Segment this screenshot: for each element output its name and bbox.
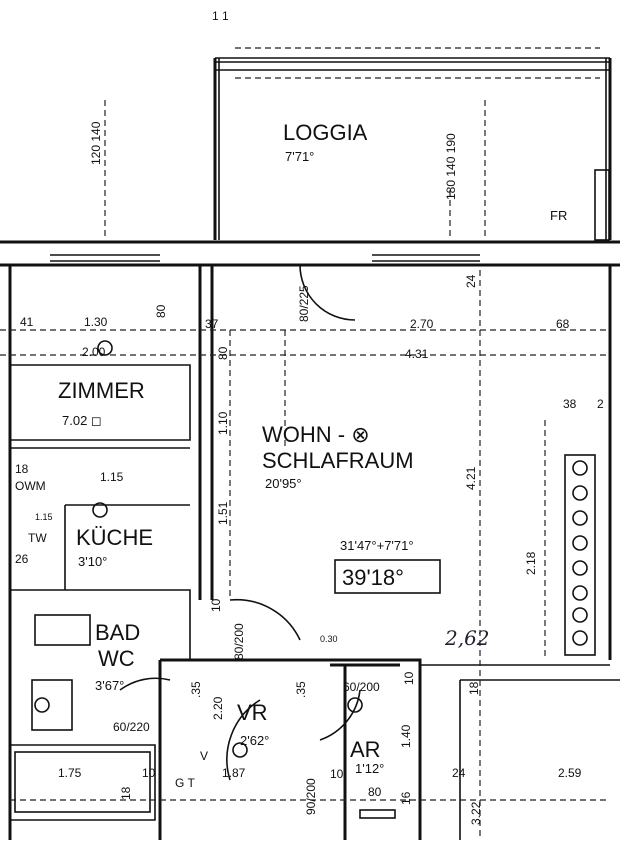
dim: 60/200 <box>343 680 380 694</box>
gt-label: G T <box>175 776 195 790</box>
vr-area: 2'62° <box>240 733 269 748</box>
dim: 80 <box>216 346 230 360</box>
vr-label: VR <box>237 700 268 725</box>
dim: 4.31 <box>405 347 429 361</box>
top-mark: 1 1 <box>212 9 229 23</box>
dim: 0.30 <box>320 634 338 644</box>
bad-area: 3'67° <box>95 678 124 693</box>
dim: 37 <box>205 317 219 331</box>
dim: 10 <box>209 598 223 612</box>
dim: 2.20 <box>211 696 225 720</box>
dim-180-140-190: 180 140 190 <box>444 133 458 200</box>
dim: 1.10 <box>216 411 230 435</box>
kueche-area: 3'10° <box>78 554 107 569</box>
wm-label: OWM <box>15 479 46 493</box>
total-box <box>334 559 441 594</box>
dim: 18 <box>467 681 481 695</box>
total-result: 39'18° <box>342 565 404 590</box>
dim: 2.70 <box>410 317 434 331</box>
loggia-area: 7'71° <box>285 149 314 164</box>
dim: 2.00 <box>82 345 106 359</box>
dim: 2 <box>597 397 604 411</box>
total-sum: 31'47°+7'71° <box>340 538 414 553</box>
ar-area: 1'12° <box>355 761 384 776</box>
wohn-area: 20'95° <box>265 476 302 491</box>
bad-label: BAD <box>95 620 140 645</box>
dim: 24 <box>452 766 466 780</box>
dim: 1.15 <box>35 512 53 522</box>
schlafraum-label: SCHLAFRAUM <box>262 448 414 473</box>
fr-label: FR <box>550 208 567 223</box>
dim: 10 <box>402 671 416 685</box>
dim: 1.51 <box>216 501 230 525</box>
wohn-label: WOHN - ⊗ <box>262 422 370 447</box>
dim: 26 <box>15 552 29 566</box>
dim: 2.59 <box>558 766 582 780</box>
dim: 2.18 <box>524 551 538 575</box>
dim: 38 <box>563 397 577 411</box>
dim: 4.21 <box>464 466 478 490</box>
walls <box>0 240 620 840</box>
dim: 18 <box>15 462 29 476</box>
loggia: LOGGIA 7'71° 120 140 180 140 190 FR <box>89 47 612 241</box>
ar-label: AR <box>350 737 381 762</box>
dim: 80 <box>154 304 168 318</box>
zimmer-area: 7.02 ◻ <box>62 413 102 428</box>
tw-label: TW <box>28 531 47 545</box>
dim: 80/200 <box>232 623 246 660</box>
loggia-label: LOGGIA <box>283 120 368 145</box>
dim: 80/225 <box>297 285 311 322</box>
dim: 10 <box>330 767 344 781</box>
dim: 1.15 <box>100 470 124 484</box>
dim: .35 <box>294 681 308 698</box>
radiator <box>564 454 596 656</box>
dim: 1.40 <box>399 724 413 748</box>
v-label: V <box>200 749 208 763</box>
dim: 90/200 <box>304 778 318 815</box>
dim: 1.30 <box>84 315 108 329</box>
dim: .35 <box>189 681 203 698</box>
dim: 10 <box>142 766 156 780</box>
dim: 1.87 <box>222 766 246 780</box>
handwritten-note: 2,62 <box>444 626 490 650</box>
dimensions: 24 80/225 41 1.30 80 37 2.70 68 2.00 80 … <box>15 274 604 825</box>
dim: 60/220 <box>113 720 150 734</box>
dim: 68 <box>556 317 570 331</box>
kueche-label: KÜCHE <box>76 525 153 550</box>
dim: 41 <box>20 315 34 329</box>
dim: 1.75 <box>58 766 82 780</box>
dim-120-140: 120 140 <box>89 121 103 165</box>
dim: 80 <box>368 785 382 799</box>
dim: 18 <box>119 786 133 800</box>
dim: 3.22 <box>469 801 483 825</box>
dim: 16 <box>399 791 413 805</box>
fixtures <box>14 340 396 819</box>
wc-label: WC <box>98 646 135 671</box>
dim: 24 <box>464 274 478 288</box>
zimmer-label: ZIMMER <box>58 378 145 403</box>
